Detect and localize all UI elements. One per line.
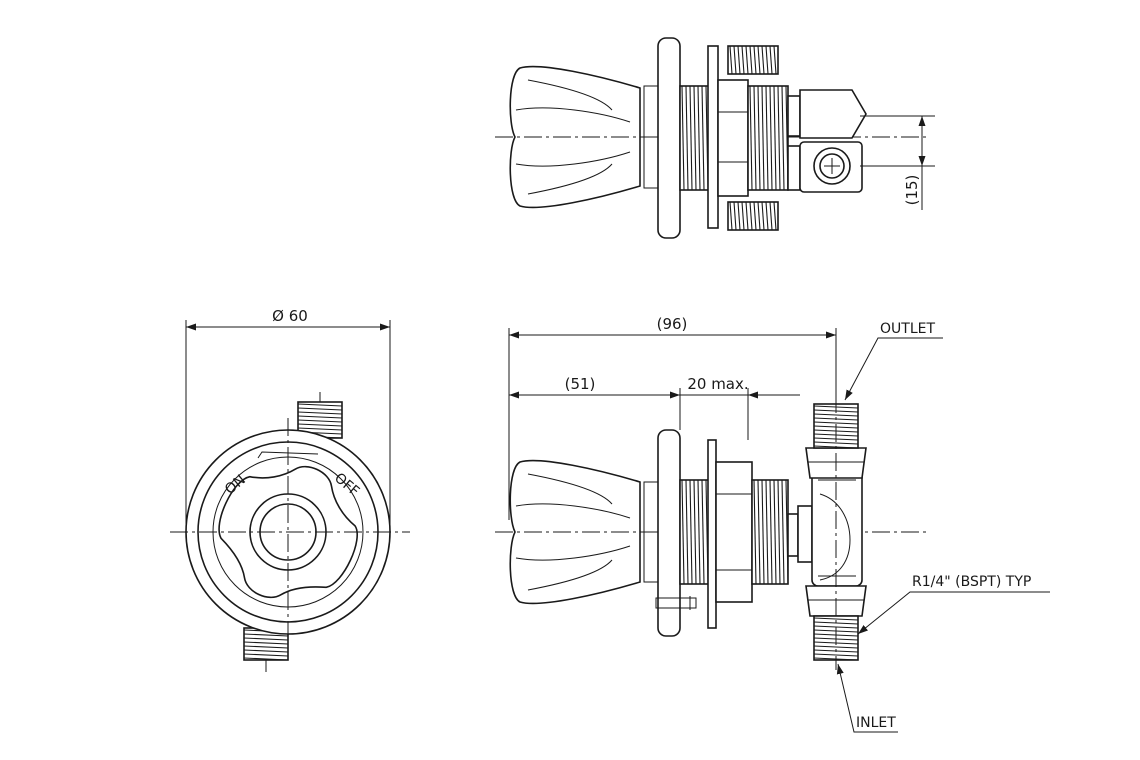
thread-line (765, 201, 769, 231)
thread-line (777, 85, 781, 191)
thread-line (777, 479, 781, 585)
thread-line (781, 85, 785, 191)
thread-line (773, 479, 777, 585)
dim-handle-depth: (51) (565, 375, 596, 393)
thread-line (753, 45, 757, 75)
thread-line (243, 645, 289, 649)
top-view: (15) (495, 37, 935, 239)
thread-line (243, 641, 289, 645)
dim-overall-depth: (96) (657, 315, 688, 333)
thread-line (701, 85, 705, 191)
thread-line (297, 403, 343, 407)
thread-line (685, 85, 689, 191)
thread-line (697, 85, 701, 191)
thread-line (749, 85, 753, 191)
thread-line (681, 479, 685, 585)
thread-line (685, 479, 689, 585)
thread-line (745, 201, 749, 231)
thread-line (753, 85, 757, 191)
thread-line (689, 85, 693, 191)
thread-spec-label: R1/4" (BSPT) TYP (912, 574, 1031, 590)
thread-line (243, 633, 289, 637)
thread-line (297, 419, 343, 423)
thread-line (813, 653, 859, 657)
thread-line (785, 479, 789, 585)
thread-line (757, 45, 761, 75)
thread-line (813, 421, 859, 425)
thread-line (813, 617, 859, 621)
thread-line (761, 45, 765, 75)
front-view: ON OFF Ø 60 (170, 307, 410, 672)
thread-line (741, 201, 745, 231)
thread-line (243, 653, 289, 657)
thread-line (813, 441, 859, 445)
thread-line (765, 45, 769, 75)
thread-line (813, 413, 859, 417)
thread-line (773, 201, 777, 231)
dim-port-offset: (15) (903, 175, 921, 206)
thread-line (757, 85, 761, 191)
thread-line (753, 201, 757, 231)
thread-line (737, 45, 741, 75)
thread-line (745, 45, 749, 75)
side-tee-body (811, 469, 863, 587)
thread-line (733, 201, 737, 231)
thread-line (693, 85, 697, 191)
thread-line (701, 479, 705, 585)
side-handle (509, 459, 641, 605)
thread-line (765, 479, 769, 585)
dim-panel-thickness: 20 max. (687, 375, 748, 393)
side-flange (657, 429, 681, 637)
thread-line (769, 201, 773, 231)
thread-line (729, 201, 733, 231)
thread-line (243, 649, 289, 653)
thread-line (733, 45, 737, 75)
thread-line (243, 657, 289, 661)
side-view: (96) (51) 20 max. OUTLET R1/4" (BSPT) TY… (495, 315, 1050, 733)
thread-line (297, 411, 343, 415)
thread-line (773, 85, 777, 191)
thread-line (781, 479, 785, 585)
thread-line (297, 423, 343, 427)
top-inlet-port (813, 147, 851, 185)
thread-line (769, 45, 773, 75)
thread-line (729, 45, 733, 75)
thread-line (297, 407, 343, 411)
top-flange (657, 37, 681, 239)
thread-line (693, 479, 697, 585)
thread-line (297, 415, 343, 419)
thread-line (753, 479, 757, 585)
outlet-label: OUTLET (880, 321, 935, 337)
thread-line (773, 45, 777, 75)
inlet-label: INLET (856, 715, 896, 731)
thread-line (757, 201, 761, 231)
thread-line (765, 85, 769, 191)
thread-line (757, 479, 761, 585)
thread-line (681, 85, 685, 191)
dim-diameter: Ø 60 (272, 307, 308, 325)
top-handle (509, 65, 641, 209)
thread-line (697, 479, 701, 585)
thread-line (297, 427, 343, 431)
thread-line (737, 201, 741, 231)
thread-line (749, 45, 753, 75)
thread-line (813, 645, 859, 649)
thread-line (769, 85, 773, 191)
thread-line (741, 45, 745, 75)
thread-line (749, 201, 753, 231)
thread-line (689, 479, 693, 585)
thread-line (761, 85, 765, 191)
thread-line (769, 479, 773, 585)
thread-line (761, 201, 765, 231)
thread-line (761, 479, 765, 585)
thread-line (243, 637, 289, 641)
